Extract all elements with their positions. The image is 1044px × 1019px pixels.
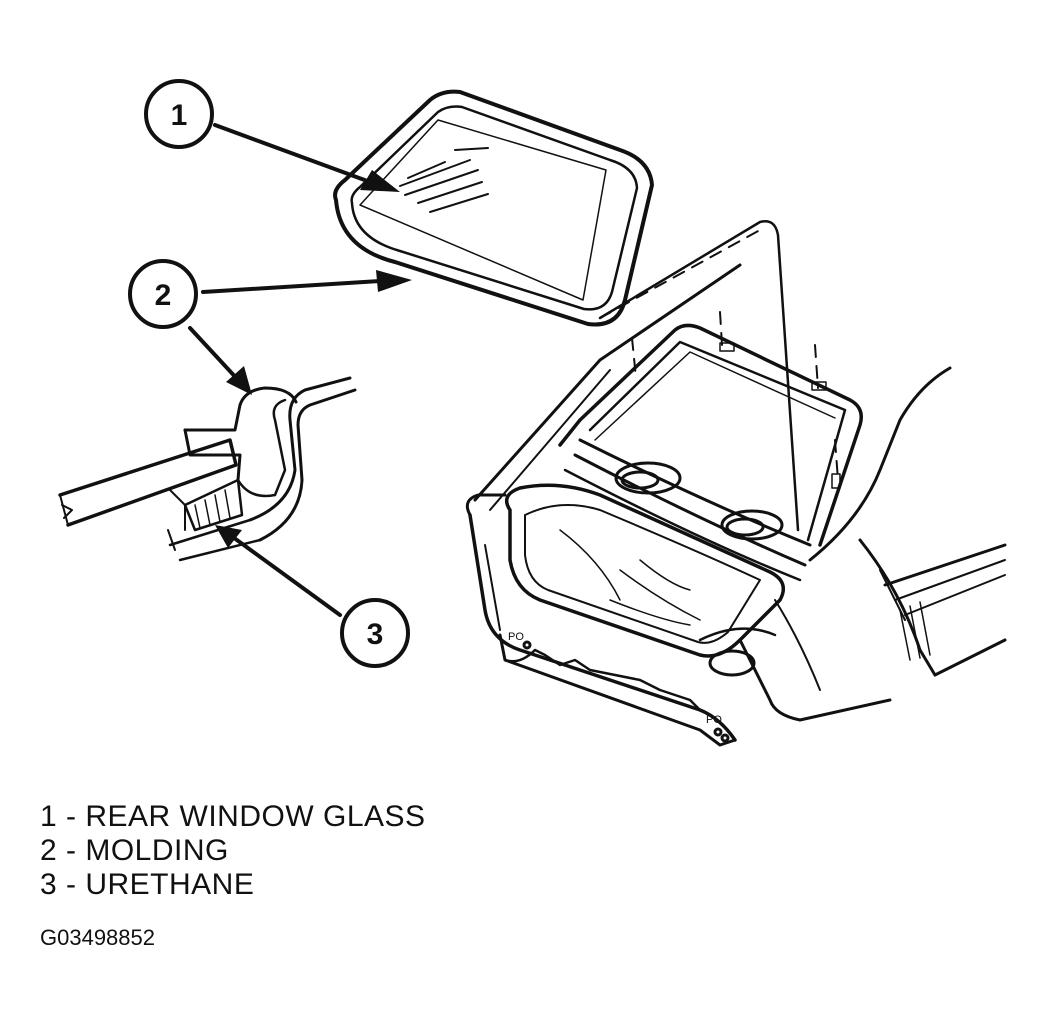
legend-item-2: 2 - MOLDING xyxy=(40,834,229,867)
callout-leaders xyxy=(188,123,382,617)
svg-text:PO: PO xyxy=(508,631,524,643)
install-guide-lines xyxy=(599,229,839,481)
callout-3-number: 3 xyxy=(367,618,384,651)
vehicle-rear-body: PO PO xyxy=(465,220,1007,747)
svg-text:PO: PO xyxy=(706,714,722,726)
callout-2-circle xyxy=(128,259,198,329)
callout-2-number: 2 xyxy=(155,279,172,312)
legend-item-3: 3 - URETHANE xyxy=(40,868,255,901)
legend-item-1: 1 - REAR WINDOW GLASS xyxy=(40,800,426,833)
molding-detail-section xyxy=(58,376,357,562)
figure-id: G03498852 xyxy=(40,925,155,950)
rear-window-glass xyxy=(333,89,654,327)
callout-1-number: 1 xyxy=(171,99,188,132)
callout-3-circle xyxy=(340,598,410,668)
legend: 1 - REAR WINDOW GLASS 2 - MOLDING 3 - UR… xyxy=(40,800,426,902)
callout-1-circle xyxy=(144,79,214,149)
callout-arrowheads xyxy=(215,170,412,548)
